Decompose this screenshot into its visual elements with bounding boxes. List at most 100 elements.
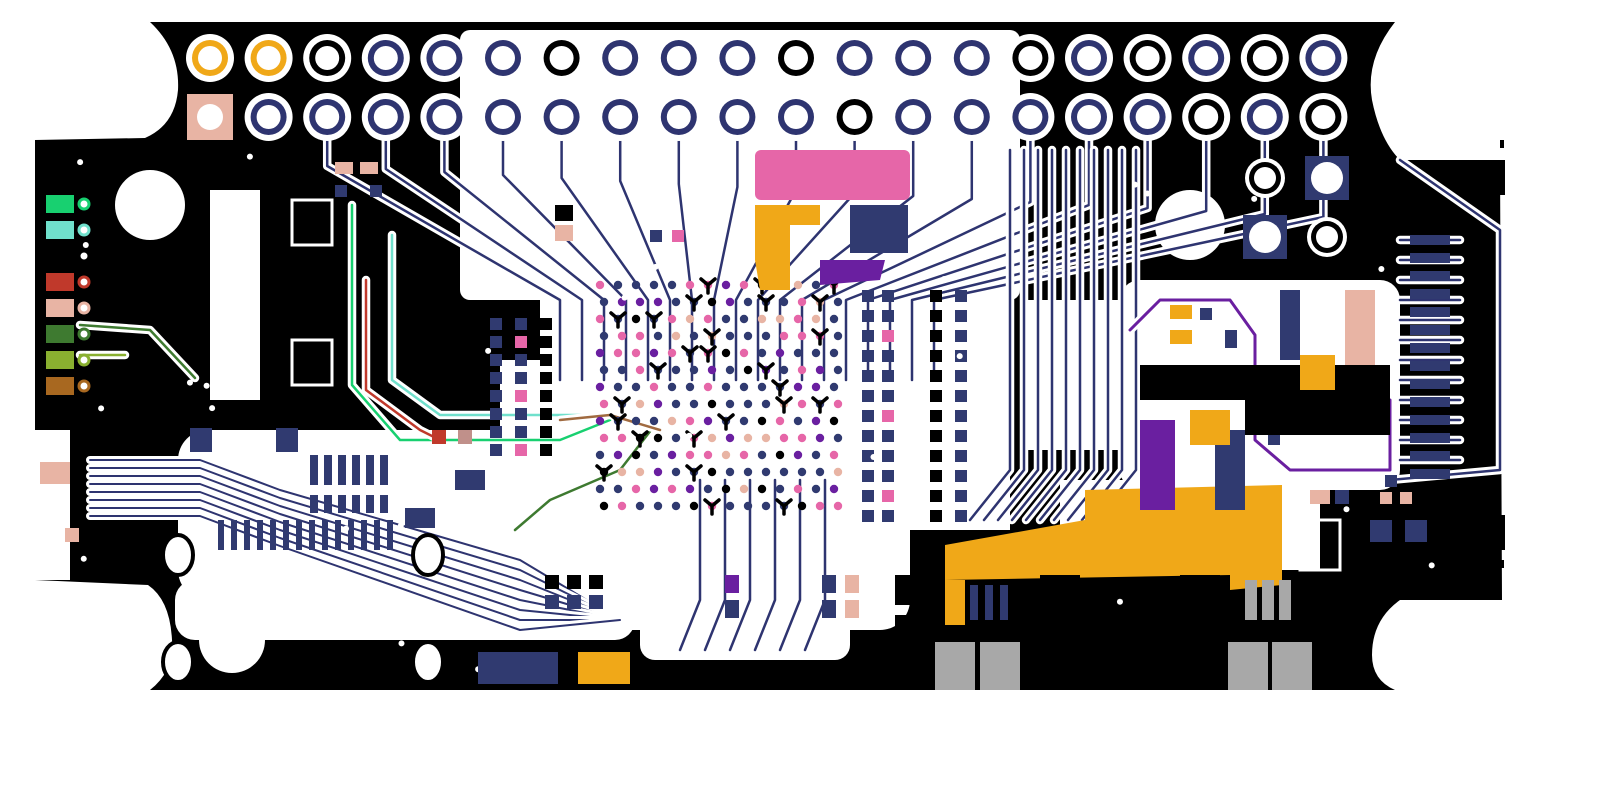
smd-pad (882, 490, 894, 502)
bga-via (613, 348, 623, 358)
bga-via (797, 433, 807, 443)
smd-pad (955, 410, 967, 422)
header-pin-hole (1252, 46, 1277, 70)
bga-via (779, 433, 789, 443)
ic-pin (366, 455, 374, 485)
smd-pad (1200, 308, 1212, 320)
bga-via (667, 484, 677, 494)
bga-via (631, 484, 641, 494)
bga-via (743, 399, 753, 409)
header-pin-hole (198, 46, 222, 70)
bga-via (689, 365, 699, 375)
pink-power-plane (755, 150, 910, 200)
trace (728, 478, 752, 652)
bga-via (685, 450, 695, 460)
ic-pin (324, 455, 332, 485)
smd-pad (490, 318, 502, 330)
ic-pin (270, 520, 276, 550)
bga-via (613, 450, 623, 460)
test-pad (276, 428, 298, 452)
smd-pad (65, 528, 79, 542)
side-pad (46, 325, 74, 343)
stitching-via (1428, 562, 1435, 569)
jumper-pin-hole (1254, 167, 1276, 189)
bga-via (811, 450, 821, 460)
header-pin-hole (432, 105, 457, 129)
trace (844, 115, 1091, 382)
bga-via (613, 382, 623, 392)
smd-pad (955, 330, 967, 342)
smd-pad (862, 410, 874, 422)
header-pin-hole (842, 105, 867, 129)
smd-pad (672, 230, 684, 242)
stitching-via (546, 474, 553, 481)
bga-via (793, 280, 803, 290)
side-pad (46, 247, 74, 265)
bga-via (743, 297, 753, 307)
gold-region-bottom (945, 485, 1282, 590)
bga-via (667, 348, 677, 358)
smd-pad (650, 230, 662, 242)
copper-regions (478, 150, 1505, 684)
bga-via (595, 450, 605, 460)
ic-pin (352, 455, 360, 485)
jumper-pin-hole (1316, 167, 1338, 189)
smd-pad (370, 185, 382, 197)
smd-pad (490, 426, 502, 438)
ic-pin (257, 520, 263, 550)
smd-pad (930, 450, 942, 462)
stitching-via (203, 382, 210, 389)
bga-via (595, 416, 605, 426)
stitching-via (186, 379, 193, 386)
header-pin-hole (1135, 46, 1160, 70)
header-pin-hole (197, 104, 223, 130)
smd-pad (1370, 520, 1392, 542)
connector-pin (1410, 289, 1450, 299)
gold-region-top (755, 205, 820, 290)
bga-via (757, 348, 767, 358)
smd-pad (845, 600, 859, 618)
trace (89, 499, 621, 621)
smd-pad (335, 185, 347, 197)
bga-fanout (717, 413, 735, 431)
connector-pin (1410, 253, 1450, 263)
bga-fanout (771, 379, 789, 397)
smd-pad (490, 354, 502, 366)
bga-fanout (699, 277, 717, 295)
smd-pad (882, 350, 894, 362)
chip-footprint (1298, 518, 1342, 572)
stitching-via (398, 640, 405, 647)
smd-pad (862, 430, 874, 442)
trace (325, 115, 562, 382)
smd-pad (515, 444, 527, 456)
trace (778, 478, 802, 652)
bga-via (649, 280, 659, 290)
bga-via (667, 382, 677, 392)
stitching-via (397, 522, 404, 529)
header-pin-hole (1018, 105, 1043, 129)
bga-via (599, 433, 609, 443)
smd-pad (882, 450, 894, 462)
ic-pin (361, 520, 367, 550)
side-pad-via (77, 223, 91, 237)
bga-via (793, 416, 803, 426)
side-pad (46, 377, 74, 395)
bga-fanout (649, 362, 667, 380)
bga-via (703, 416, 713, 426)
bga-via (779, 365, 789, 375)
bga-fanout (685, 464, 703, 482)
stitching-via (1144, 190, 1151, 197)
smd-pad (955, 510, 967, 522)
smd-pad (1405, 520, 1427, 542)
stitching-via (1132, 181, 1139, 188)
bga-via (635, 331, 645, 341)
bga-via (833, 433, 843, 443)
smd-pad (540, 336, 552, 348)
ic-pin (348, 520, 354, 550)
bga-via (653, 501, 663, 511)
oval-hole (411, 640, 445, 684)
bga-via (829, 382, 839, 392)
header-pin-hole (1311, 46, 1336, 70)
